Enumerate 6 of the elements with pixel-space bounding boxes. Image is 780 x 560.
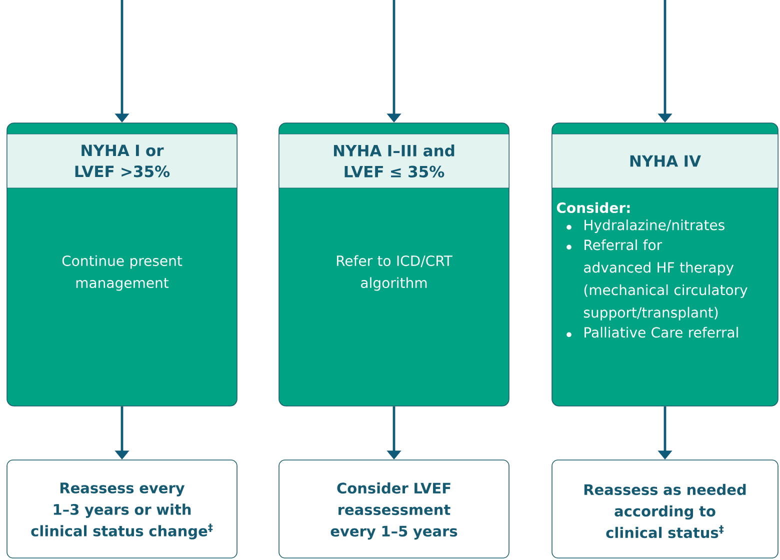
decision-card: NYHA I–III and LVEF ≤ 35% Refer to ICD/CRT algorithm bbox=[278, 122, 510, 406]
result-box: Reassess as needed according to clinical status$^{‡}$ bbox=[552, 460, 778, 558]
result-box: Consider LVEF reassessment every 1–5 years bbox=[278, 460, 510, 558]
decision-card: NYHA IV Consider: Hydralazine/nitrates Referral for advanced HF therapy (mechanical circulatory support/transplant) Palliative Care referral bbox=[552, 122, 778, 406]
decision-card: NYHA I or LVEF >35% Continue present management bbox=[6, 122, 238, 406]
result-box: Reassess every 1–3 years or with clinical status change$^{‡}$ bbox=[6, 460, 238, 558]
